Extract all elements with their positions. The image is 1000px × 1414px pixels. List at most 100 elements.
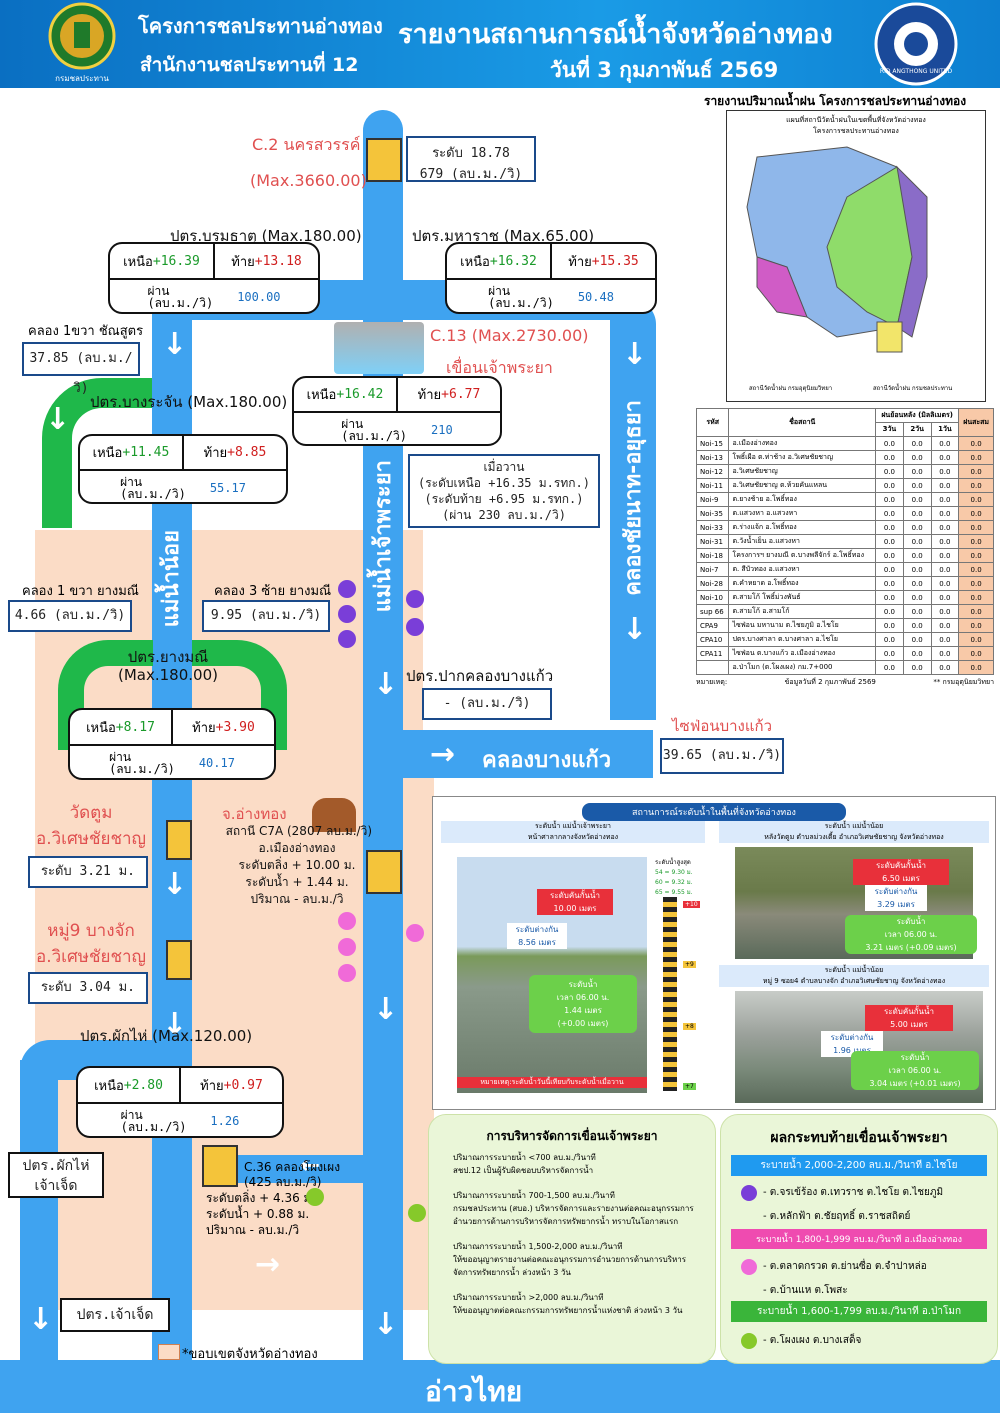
arrow-down-icon: ↓: [162, 1007, 188, 1042]
siphon-name: ไซฟ่อนบางแก้ว: [672, 717, 773, 735]
river-noi-label: แม่น้ำน้อย: [159, 530, 184, 628]
siphon-box: 39.65 (ลบ.ม./วิ): [660, 738, 784, 774]
impact-dot-pink: [338, 912, 356, 930]
impact-dot-green: [408, 1204, 426, 1222]
c13-name: C.13 (Max.2730.00): [430, 326, 589, 345]
river-bangkaeo-label: คลองบางแก้ว: [482, 748, 612, 773]
rain-table: รหัส ชื่อสถานี ฝนย้อนหลัง (มิลลิเมตร) ฝน…: [695, 408, 994, 675]
gauge-staff: ระดับน้ำสูงสุด 54 = 9.30 ม. 60 = 9.32 ม.…: [655, 859, 700, 1091]
level-panel-title: สถานการณ์ระดับน้ำในพื้นที่จังหวัดอ่างทอง: [582, 803, 846, 821]
impact-dot-green: [741, 1333, 757, 1349]
impact-dot-green: [306, 1188, 324, 1206]
arrow-down-icon: ↓: [622, 612, 648, 647]
border-legend-swatch: [158, 1344, 180, 1360]
impact-dot-pink: [406, 924, 424, 942]
khlong-chan-box: 37.85 (ลบ.ม./วิ): [22, 342, 140, 396]
river-chainat-label: คลองชัยนาท-อยุธยา: [621, 400, 646, 596]
government-building-icon: [312, 798, 356, 832]
k3yang-name: คลอง 3 ซ้าย ยางมณี: [214, 584, 332, 599]
level-panel: สถานการณ์ระดับน้ำในพื้นที่จังหวัดอ่างทอง…: [432, 796, 996, 1110]
wattoom-box: ระดับ 3.21 ม.: [28, 856, 148, 888]
border-legend-text: *ขอบเขตจังหวัดอ่างทอง: [182, 1347, 318, 1362]
river-phakhai-down: [20, 1060, 58, 1370]
borommathat-name: ปตร.บรมธาตุ (Max.180.00): [170, 227, 362, 245]
impact-dot-purple: [741, 1185, 757, 1201]
management-panel: การบริหารจัดการเขื่อนเจ้าพระยา ปริมาณการ…: [428, 1114, 716, 1364]
arrow-down-icon: ↓: [45, 402, 71, 437]
level-r1-header: ระดับน้ำ แม่น้ำน้อย หลังวัดตูม ตำบลม่วงเ…: [719, 821, 989, 843]
arrow-right-icon: →: [430, 737, 456, 772]
phakhai-chaojet-box: ปตร.ผักไห่ เจ้าเจ็ด: [8, 1152, 104, 1198]
org-line2: สำนักงานชลประทานที่ 12: [140, 54, 359, 76]
rid-angthong-logo: RID ANGTHONG UNITED: [874, 2, 958, 86]
maharat-name: ปตร.มหาราช (Max.65.00): [412, 227, 595, 245]
impact-dot-pink: [741, 1259, 757, 1275]
org-line1: โครงการชลประทานอ่างทอง: [138, 14, 383, 38]
phakhai-name: ปตร.ผักไห่ (Max.120.00): [80, 1027, 253, 1045]
level-left-header: ระดับน้ำ แม่น้ำเจ้าพระยา หน้าศาลากลางจัง…: [441, 821, 705, 843]
gulf-of-thailand: [0, 1360, 1000, 1413]
river-c36-branch: [225, 1155, 365, 1183]
arrow-down-icon: ↓: [622, 337, 648, 372]
management-title: การบริหารจัดการเขื่อนเจ้าพระยา: [486, 1129, 658, 1143]
rain-map-shape: [746, 146, 928, 353]
gauge-icon: [166, 940, 192, 980]
gauge-icon: [166, 820, 192, 860]
gauge-icon: [366, 850, 402, 894]
dam-icon: [334, 322, 424, 374]
angthong-station: จ.อ่างทอง สถานี C7A (2807 ลบ.ม./วิ) อ.เม…: [222, 805, 372, 907]
level-r2-header: ระดับน้ำ แม่น้ำน้อย หมู่ 9 ซอย4 ตำบลบางจ…: [719, 965, 989, 987]
c2-station-name: C.2 นครสวรรค์: [252, 135, 361, 154]
impact-dot-purple: [406, 618, 424, 636]
k3yang-box: 9.95 (ลบ.ม./วิ): [202, 600, 330, 632]
c2-level: ระดับ 18.78: [432, 146, 510, 161]
c36-info: ระดับตลิ่ง + 4.36 ม. ระดับน้ำ + 0.88 ม. …: [206, 1191, 316, 1237]
yesterday-box: เมื่อวาน (ระดับเหนือ +16.35 ม.รทก.) (ระด…: [408, 454, 600, 528]
river-bangkaeo: [403, 730, 653, 778]
yangmani-name: ปตร.ยางมณี (Max.180.00): [118, 648, 218, 684]
k1yang-name: คลอง 1 ขวา ยางมณี: [22, 584, 139, 599]
gulf-label: อ่าวไทย: [425, 1375, 523, 1408]
impact-dot-pink: [338, 938, 356, 956]
arrow-right-icon: →: [255, 1247, 281, 1282]
river-chainat-ayutthaya-vertical: [610, 300, 656, 720]
rid-angthong-logo-text: RID ANGTHONG UNITED: [879, 68, 953, 75]
gauge-icon: [366, 138, 402, 182]
impact-dot-purple: [338, 630, 356, 648]
arrow-down-icon: ↓: [373, 992, 399, 1027]
arrow-left-icon: ←: [300, 1151, 321, 1179]
arrow-down-icon: ↓: [28, 1302, 54, 1337]
impact-dot-purple: [338, 605, 356, 623]
rid-logo: กรมชลประทาน: [48, 2, 116, 84]
pakbangkaeo-box: - (ลบ.ม./วิ): [422, 688, 552, 720]
c2-max: (Max.3660.00): [250, 171, 367, 190]
c2-flow: 679 (ลบ.ม./วิ): [419, 167, 523, 182]
arrow-down-icon: ↓: [373, 1307, 399, 1342]
k1yang-box: 4.66 (ลบ.ม./วิ): [8, 600, 132, 632]
river-chao-label: แม่น้ำเจ้าพระยา: [371, 460, 396, 613]
c36-name: C.36 คลองโผงเผง (425 ลบ.ม./วิ): [244, 1160, 341, 1189]
arrow-down-icon: ↓: [162, 327, 188, 362]
pakbangkaeo-name: ปตร.ปากคลองบางแก้ว: [406, 667, 554, 685]
c2-box: ระดับ 18.78 679 (ลบ.ม./วิ): [406, 136, 536, 182]
